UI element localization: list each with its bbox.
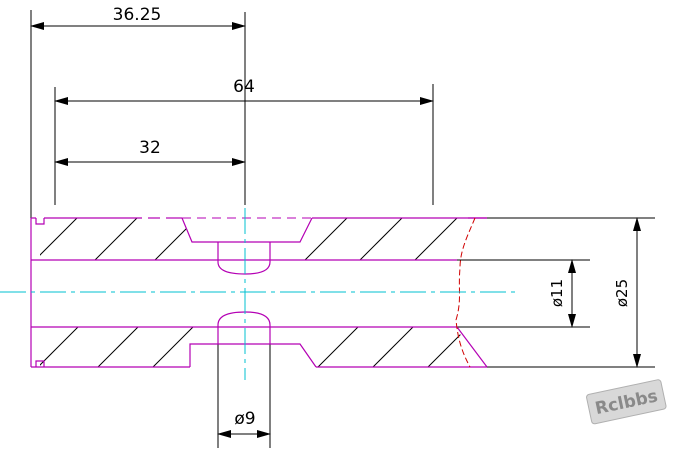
dim-text-32: 32 [139, 138, 161, 158]
extension-lines [30, 10, 655, 448]
dim-text-36-25: 36.25 [113, 5, 162, 25]
center-lines [0, 208, 515, 380]
dim-text-dia9: ø9 [234, 409, 255, 429]
dim-text-64: 64 [233, 77, 255, 97]
watermark-logo: Rclbbs [586, 379, 667, 425]
hatch-bottom [40, 327, 480, 367]
dim-text-dia11: ø11 [548, 279, 566, 307]
dim-text-dia25: ø25 [613, 279, 631, 307]
break-line [455, 217, 476, 368]
hatch-top [40, 218, 468, 260]
dimension-lines [30, 22, 641, 438]
